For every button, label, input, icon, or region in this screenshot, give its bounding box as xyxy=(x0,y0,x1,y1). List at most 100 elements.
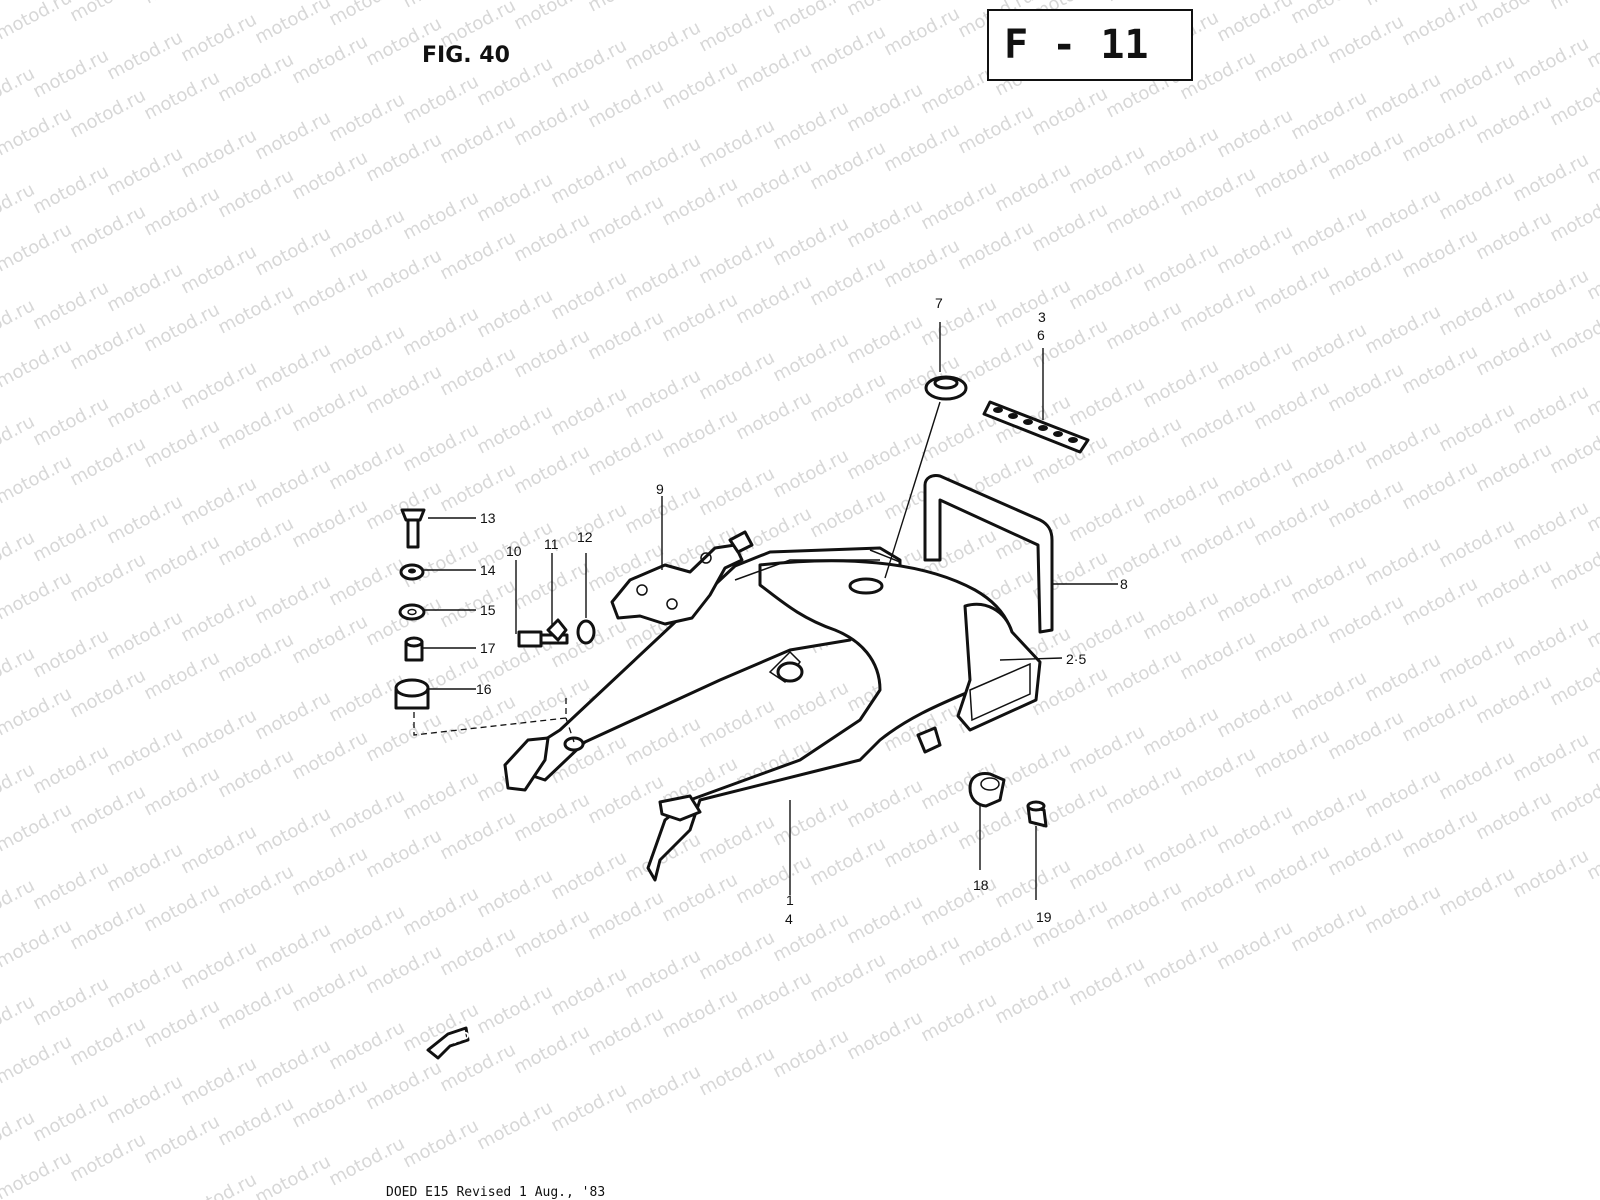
label-2-5: 2·5 xyxy=(1066,651,1086,667)
watermark-text: motod.ru xyxy=(1287,435,1370,492)
watermark-text: motod.ru xyxy=(1213,685,1296,742)
watermark-text: motod.ru xyxy=(1250,609,1333,666)
watermark-text: motod.ru xyxy=(1546,189,1600,246)
watermark-text: motod.ru xyxy=(1102,413,1185,470)
watermark-text: motod.ru xyxy=(288,843,371,900)
watermark-text: motod.ru xyxy=(547,847,630,904)
label-15: 15 xyxy=(480,602,496,618)
watermark-text: motod.ru xyxy=(806,369,889,426)
watermark-text: motod.ru xyxy=(1065,141,1148,198)
watermark-text: motod.ru xyxy=(214,281,297,338)
watermark-text: motod.ru xyxy=(103,607,186,664)
watermark-text: motod.ru xyxy=(954,797,1037,854)
label-4: 4 xyxy=(785,911,793,927)
label-16: 16 xyxy=(476,681,492,697)
watermark-text: motod.ru xyxy=(1250,725,1333,782)
watermark-text: motod.ru xyxy=(214,861,297,918)
watermark-text: motod.ru xyxy=(1546,421,1600,478)
watermark-text: motod.ru xyxy=(362,1057,445,1114)
watermark-text: motod.ru xyxy=(214,977,297,1034)
watermark-text: motod.ru xyxy=(0,799,75,856)
watermark-text: motod.ru xyxy=(954,217,1037,274)
watermark-text: motod.ru xyxy=(66,85,149,142)
watermark-text: motod.ru xyxy=(1213,453,1296,510)
watermark-text: motod.ru xyxy=(177,241,260,298)
watermark-text: motod.ru xyxy=(103,723,186,780)
label-9: 9 xyxy=(656,481,664,497)
watermark-text: motod.ru xyxy=(1472,207,1555,264)
watermark-text: motod.ru xyxy=(806,833,889,890)
watermark-text: motod.ru xyxy=(1250,261,1333,318)
spacer-19 xyxy=(1026,800,1048,828)
watermark-text: motod.ru xyxy=(473,981,556,1038)
watermark-text: motod.ru xyxy=(214,165,297,222)
watermark-text: motod.ru xyxy=(66,897,149,954)
emblem-mark xyxy=(1038,425,1048,431)
watermark-text: motod.ru xyxy=(769,97,852,154)
watermark-text: motod.ru xyxy=(0,991,38,1048)
watermark-text: motod.ru xyxy=(880,235,963,292)
watermark-text: motod.ru xyxy=(0,451,75,508)
watermark-text: motod.ru xyxy=(1472,787,1555,844)
watermark-text: motod.ru xyxy=(695,115,778,172)
watermark-text: motod.ru xyxy=(288,495,371,552)
watermark-text: motod.ru xyxy=(769,909,852,966)
watermark-text: motod.ru xyxy=(621,133,704,190)
watermark-text: motod.ru xyxy=(769,329,852,386)
watermark-text: motod.ru xyxy=(177,9,260,66)
cushion-16 xyxy=(394,678,430,710)
watermark-text: motod.ru xyxy=(29,161,112,218)
watermark-text: motod.ru xyxy=(843,775,926,832)
watermark-text: motod.ru xyxy=(1509,381,1592,438)
watermark-text: motod.ru xyxy=(66,1129,149,1186)
watermark-text: motod.ru xyxy=(29,509,112,566)
watermark-text: motod.ru xyxy=(584,1003,667,1060)
watermark-text: motod.ru xyxy=(0,0,75,44)
watermark-text: motod.ru xyxy=(1509,729,1592,786)
nut-11 xyxy=(546,618,568,642)
watermark-text: motod.ru xyxy=(473,1097,556,1154)
watermark-text: motod.ru xyxy=(103,955,186,1012)
watermark-text: motod.ru xyxy=(251,223,334,280)
watermark-text: motod.ru xyxy=(177,1169,260,1200)
watermark-text: motod.ru xyxy=(584,307,667,364)
watermark-text: motod.ru xyxy=(1139,355,1222,412)
watermark-text: motod.ru xyxy=(1435,631,1518,688)
watermark-text: motod.ru xyxy=(769,1025,852,1082)
watermark-text: motod.ru xyxy=(510,441,593,498)
watermark-text: motod.ru xyxy=(214,49,297,106)
watermark-text: motod.ru xyxy=(325,553,408,610)
watermark-text: motod.ru xyxy=(473,285,556,342)
watermark-text: motod.ru xyxy=(399,187,482,244)
watermark-text: motod.ru xyxy=(547,963,630,1020)
watermark-text: motod.ru xyxy=(695,927,778,984)
bolt-10 xyxy=(517,630,569,648)
footer-note: DOED E15 Revised 1 Aug., '83 xyxy=(386,1185,605,1200)
label-8: 8 xyxy=(1120,576,1128,592)
watermark-text: motod.ru xyxy=(103,375,186,432)
watermark-text: motod.ru xyxy=(1361,417,1444,474)
watermark-text: motod.ru xyxy=(584,191,667,248)
grommet-18 xyxy=(968,772,1006,808)
watermark-text: motod.ru xyxy=(288,611,371,668)
watermark-text: motod.ru xyxy=(251,1151,334,1200)
watermark-text: motod.ru xyxy=(621,713,704,770)
watermark-text: motod.ru xyxy=(251,455,334,512)
watermark-text: motod.ru xyxy=(1435,399,1518,456)
watermark-text: motod.ru xyxy=(1361,0,1444,10)
watermark-text: motod.ru xyxy=(584,0,667,16)
watermark-text: motod.ru xyxy=(288,727,371,784)
watermark-text: motod.ru xyxy=(1398,109,1481,166)
watermark-text: motod.ru xyxy=(1139,123,1222,180)
watermark-text: motod.ru xyxy=(1176,511,1259,568)
watermark-text: motod.ru xyxy=(1176,859,1259,916)
watermark-text: motod.ru xyxy=(1435,51,1518,108)
watermark-text: motod.ru xyxy=(695,231,778,288)
watermark-text: motod.ru xyxy=(806,21,889,78)
label-7: 7 xyxy=(935,295,943,311)
watermark-text: motod.ru xyxy=(251,687,334,744)
watermark-text: motod.ru xyxy=(288,263,371,320)
watermark-text: motod.ru xyxy=(473,865,556,922)
watermark-text: motod.ru xyxy=(1361,185,1444,242)
watermark-text: motod.ru xyxy=(880,931,963,988)
